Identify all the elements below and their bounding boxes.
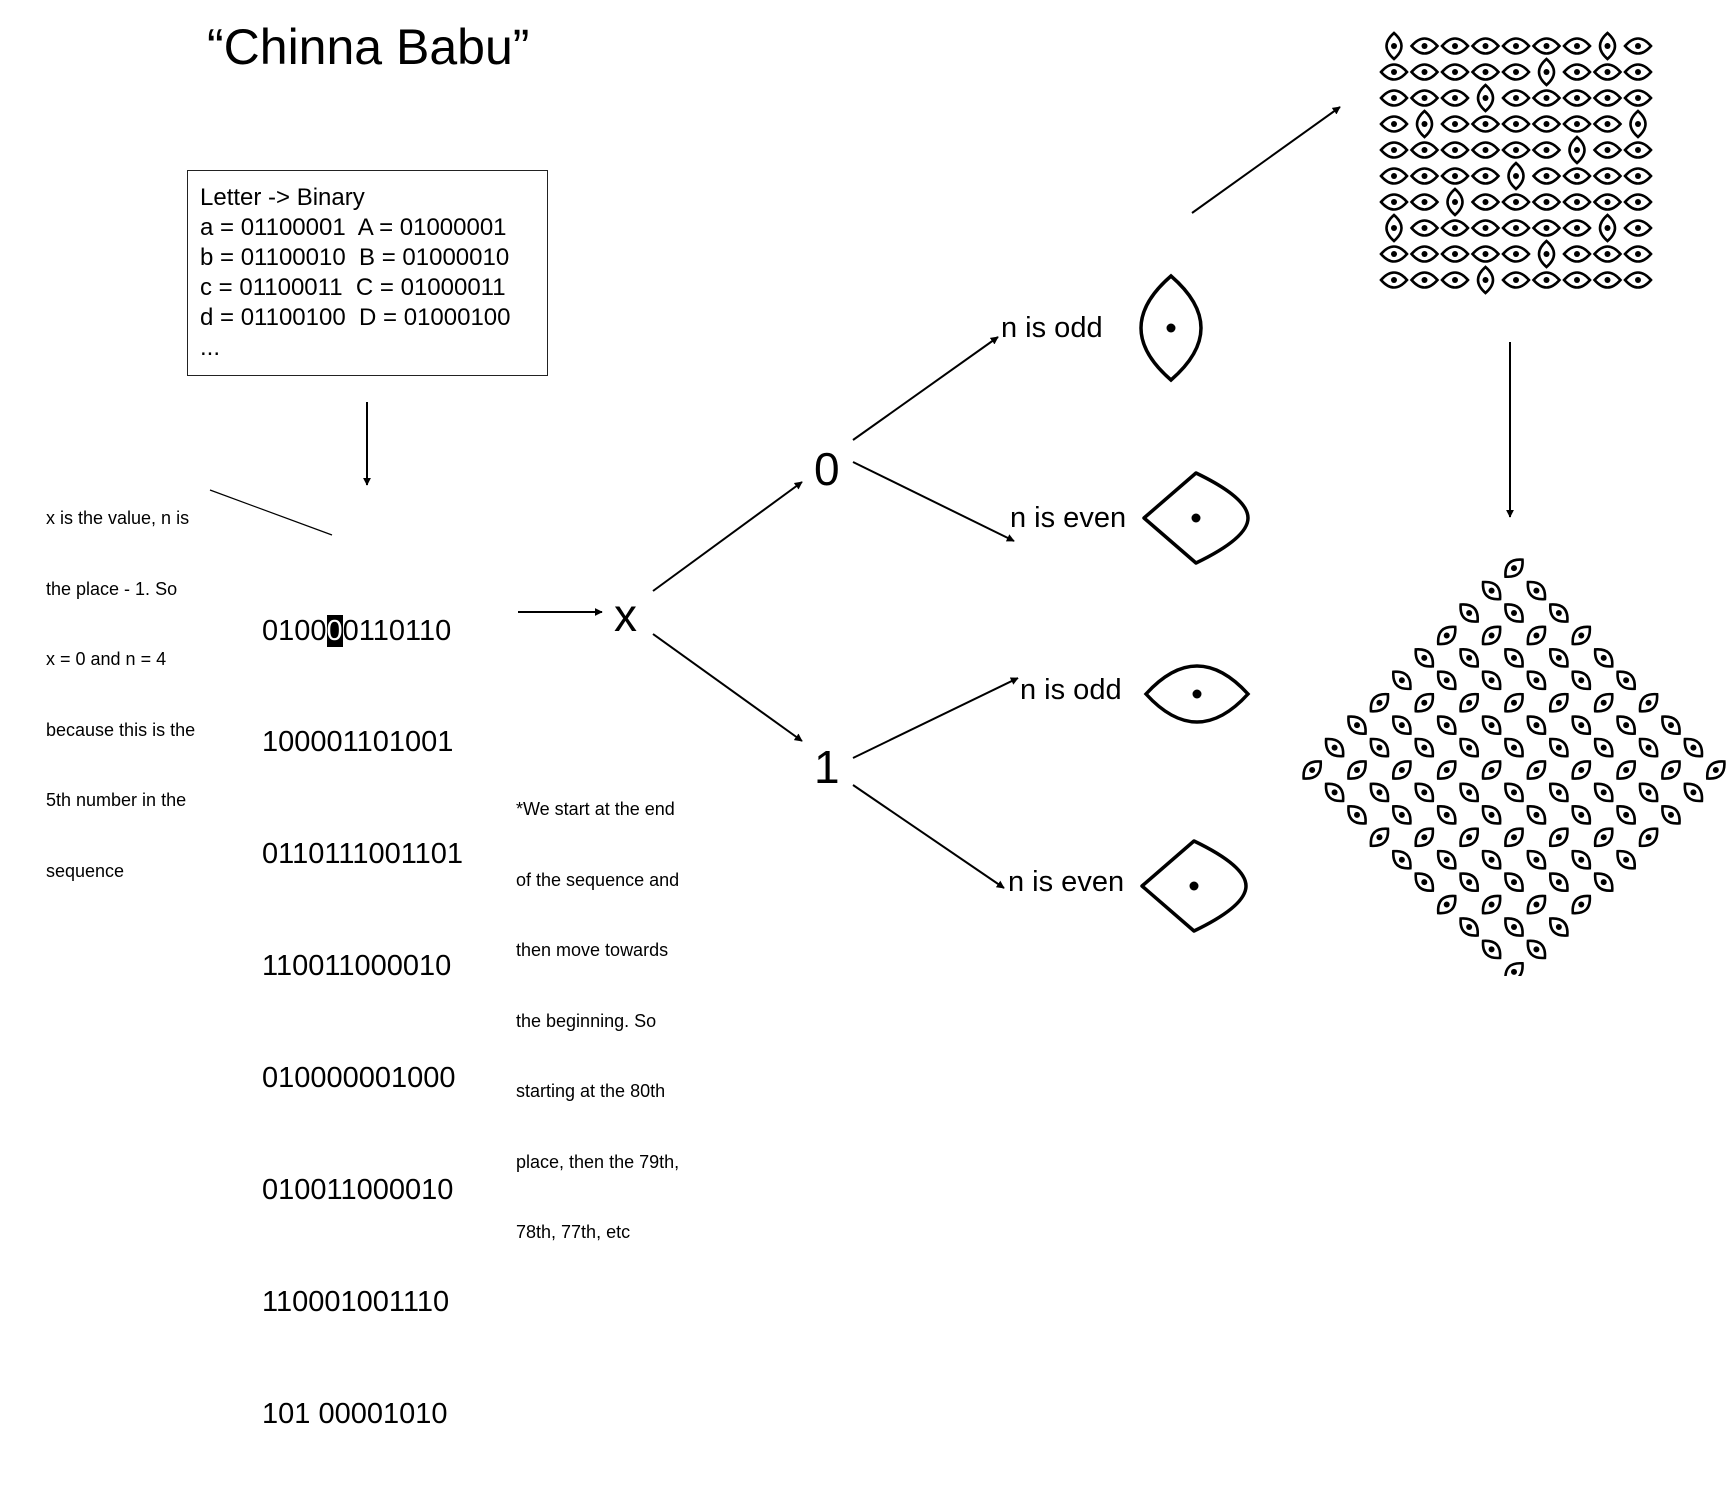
label-one-even: n is even [1008,866,1125,898]
note-line: the beginning. So [516,1010,657,1031]
arrow-one-to-odd [852,677,1019,759]
highlighted-digit: 0 [326,614,343,647]
arrow-zero-to-odd [852,336,999,441]
arrow-to-grid-pattern [1191,106,1341,214]
diagram-title: “Chinna Babu” [207,19,530,75]
horizontal-eye-icon [1143,664,1251,724]
note-line: x is the value, n is [46,508,190,528]
sequence-row: 010000110110 [262,613,463,650]
kolam-grid-pattern [1379,31,1653,295]
arrow-x-to-one [652,633,803,742]
label-zero-odd: n is odd [1001,312,1103,344]
label-zero-even: n is even [1010,502,1127,534]
node-x: x [614,589,637,641]
leader-line [209,489,333,536]
sequence-row: 101 00001010 [262,1397,448,1430]
explanation-note: x is the value, n is the place - 1. So x… [46,460,195,930]
table-line: c = 01100011 C = 01000011 [200,274,506,301]
vertical-eye-icon [1139,273,1203,383]
sequence-text: 0110110 [342,614,452,647]
node-one: 1 [814,741,840,793]
sequence-text: 0100 [262,614,327,647]
diagram-graphics [209,31,1726,976]
sequence-row: 110001001110 [262,1285,450,1318]
node-zero: 0 [814,443,840,495]
arrow-one-to-even [852,784,1005,889]
arrow-zero-to-even [852,461,1015,542]
note-line: starting at the 80th [516,1081,666,1101]
table-line: ... [200,334,221,361]
table-line: a = 01100001 A = 01000001 [200,214,507,241]
note-line: 78th, 77th, etc [516,1222,631,1242]
note-line: the place - 1. So [46,578,178,599]
note-line: place, then the 79th, [516,1151,680,1172]
table-line: Letter -> Binary [200,184,365,211]
table-line: b = 01100010 B = 01000010 [200,244,510,271]
kolam-diamond-pattern [1302,558,1726,976]
note-line: x = 0 and n = 4 [46,649,167,669]
sequence-row: 010011000010 [262,1174,454,1207]
letter-binary-table: Letter -> Binary a = 01100001 A = 010000… [187,170,548,376]
label-one-odd: n is odd [1020,674,1122,706]
sequence-row: 010000001000 [262,1062,456,1095]
sequence-row: 0110111001101 [262,838,464,871]
flow-diagram: “Chinna Babu” Letter -> Binary a = 01100… [46,19,1726,1430]
table-line: d = 01100100 D = 01000100 [200,304,511,331]
note-line: because this is the [46,719,196,740]
note-line: then move towards [516,940,669,960]
note-line: *We start at the end [516,799,675,819]
arrow-x-to-zero [652,481,803,592]
note-line: of the sequence and [516,869,680,890]
sequence-row: 100001101001 [262,726,454,759]
cone-eye-icon [1142,471,1250,565]
cone-eye-icon [1140,839,1248,933]
note-line: sequence [46,860,125,881]
note-line: 5th number in the [46,790,187,810]
